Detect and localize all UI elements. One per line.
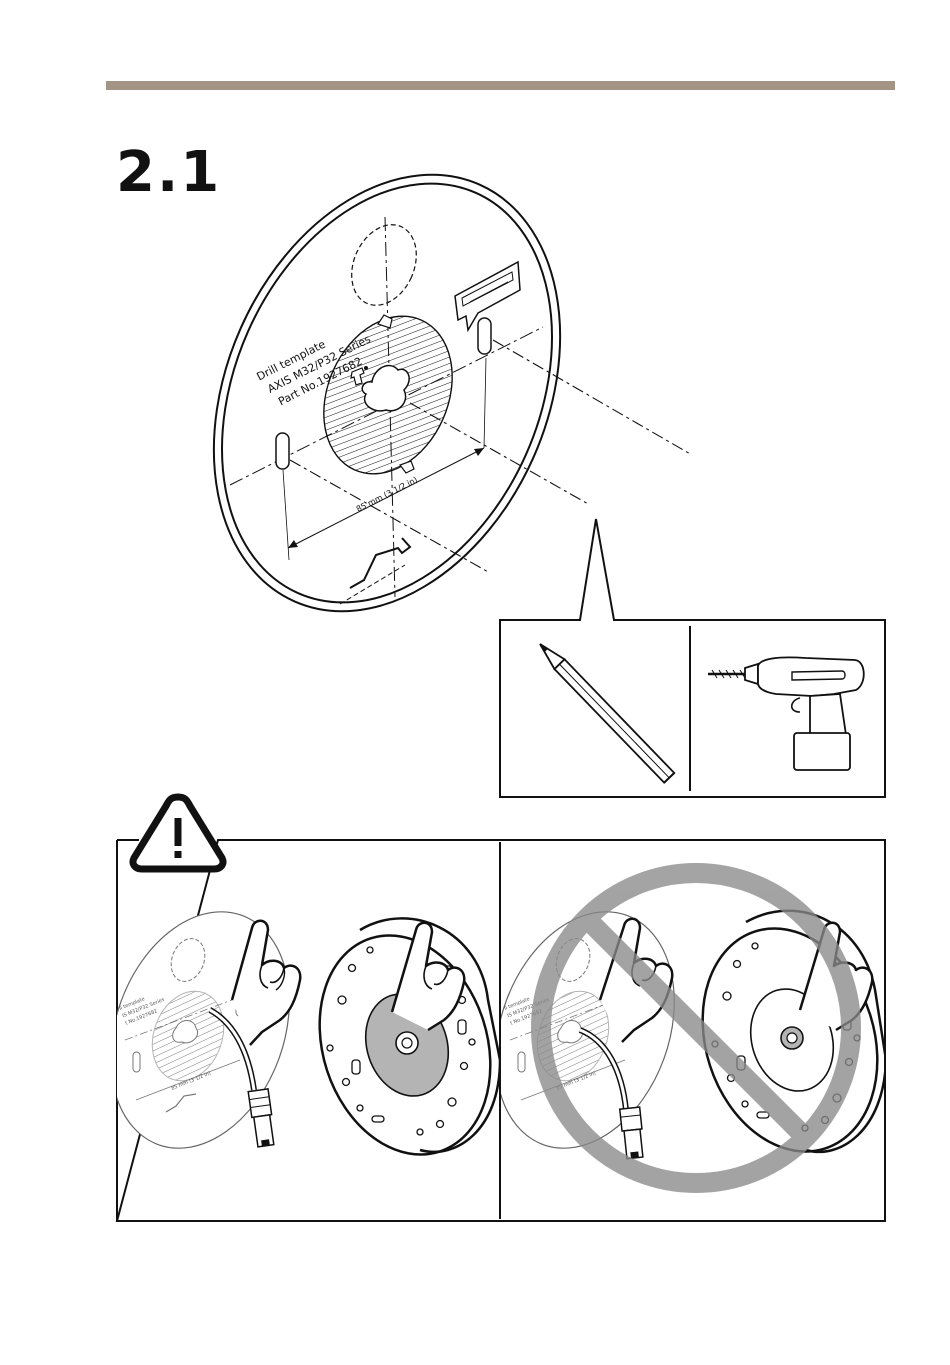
drill-template: Drill template AXIS M32/P32 Series Part … [148,120,692,667]
warning-triangle-icon [133,797,223,869]
warning-left-panel: ll template IS M32/P32 Series t No.19276… [79,887,517,1177]
